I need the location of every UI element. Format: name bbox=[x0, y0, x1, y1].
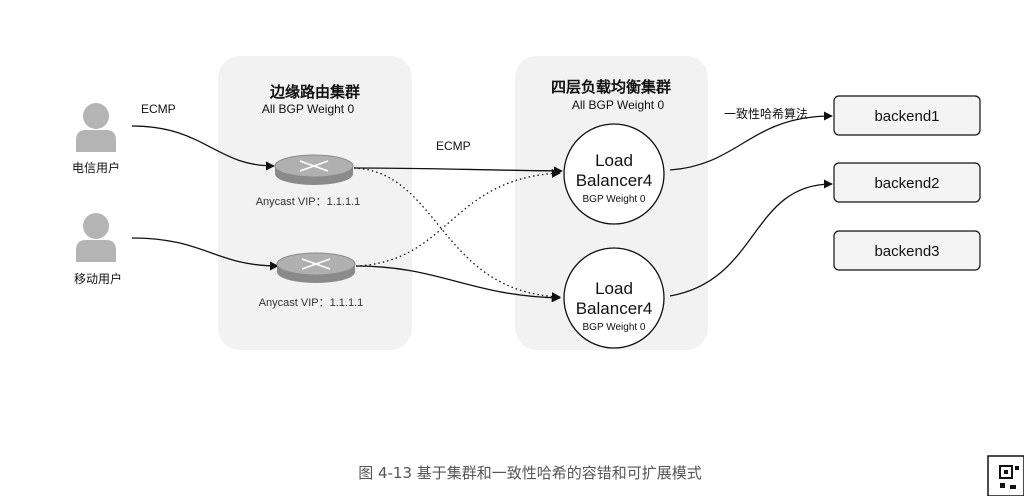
l4-cluster-subtitle: All BGP Weight 0 bbox=[572, 98, 665, 112]
user-label-mobile: 移动用户 bbox=[74, 271, 122, 286]
lb2-line1: Load bbox=[595, 279, 633, 298]
ecmp-label-middle: ECMP bbox=[436, 139, 471, 153]
backend2-label: backend2 bbox=[874, 175, 939, 192]
router-icon bbox=[274, 154, 354, 185]
edge-cluster-subtitle: All BGP Weight 0 bbox=[262, 102, 355, 116]
load-balancer-1 bbox=[563, 123, 665, 225]
l4-cluster-title: 四层负载均衡集群 bbox=[551, 78, 671, 96]
edge-lb1-to-backend1 bbox=[669, 111, 833, 171]
router1-vip: Anycast VIP：1.1.1.1 bbox=[256, 196, 361, 208]
lb2-weight: BGP Weight 0 bbox=[583, 322, 646, 333]
user-label-telecom: 电信用户 bbox=[72, 160, 120, 175]
router2-vip: Anycast VIP：1.1.1.1 bbox=[259, 297, 364, 309]
figure-caption: 图 4-13 基于集群和一致性哈希的容错和可扩展模式 bbox=[358, 464, 702, 482]
backend-box-1 bbox=[833, 95, 981, 136]
backend3-label: backend3 bbox=[874, 243, 939, 260]
lb1-line1: Load bbox=[595, 151, 633, 170]
lb1-weight: BGP Weight 0 bbox=[583, 194, 646, 205]
edge-mobile-to-router2 bbox=[131, 237, 279, 271]
edge-router1-to-lb1 bbox=[353, 166, 563, 176]
router-icon bbox=[276, 252, 356, 283]
qr-code-icon bbox=[987, 455, 1024, 496]
backend-box-3 bbox=[833, 230, 981, 271]
lb2-line2: Balancer4 bbox=[576, 299, 653, 318]
edge-lb2-to-backend2 bbox=[669, 179, 833, 297]
edge-telecom-to-router1 bbox=[131, 125, 275, 171]
lb1-line2: Balancer4 bbox=[576, 171, 653, 190]
edge-router-cluster bbox=[218, 56, 412, 350]
backend-box-2 bbox=[833, 162, 981, 203]
edge-router2-to-lb2 bbox=[355, 265, 561, 303]
person-icon bbox=[76, 103, 116, 152]
edge-router2-to-lb1 bbox=[355, 168, 561, 267]
backend1-label: backend1 bbox=[874, 108, 939, 125]
person-icon bbox=[76, 213, 116, 262]
load-balancer-2 bbox=[563, 247, 665, 349]
consistent-hash-label: 一致性哈希算法 bbox=[724, 106, 808, 121]
ecmp-label-users: ECMP bbox=[141, 102, 176, 116]
edge-cluster-title: 边缘路由集群 bbox=[269, 83, 360, 101]
